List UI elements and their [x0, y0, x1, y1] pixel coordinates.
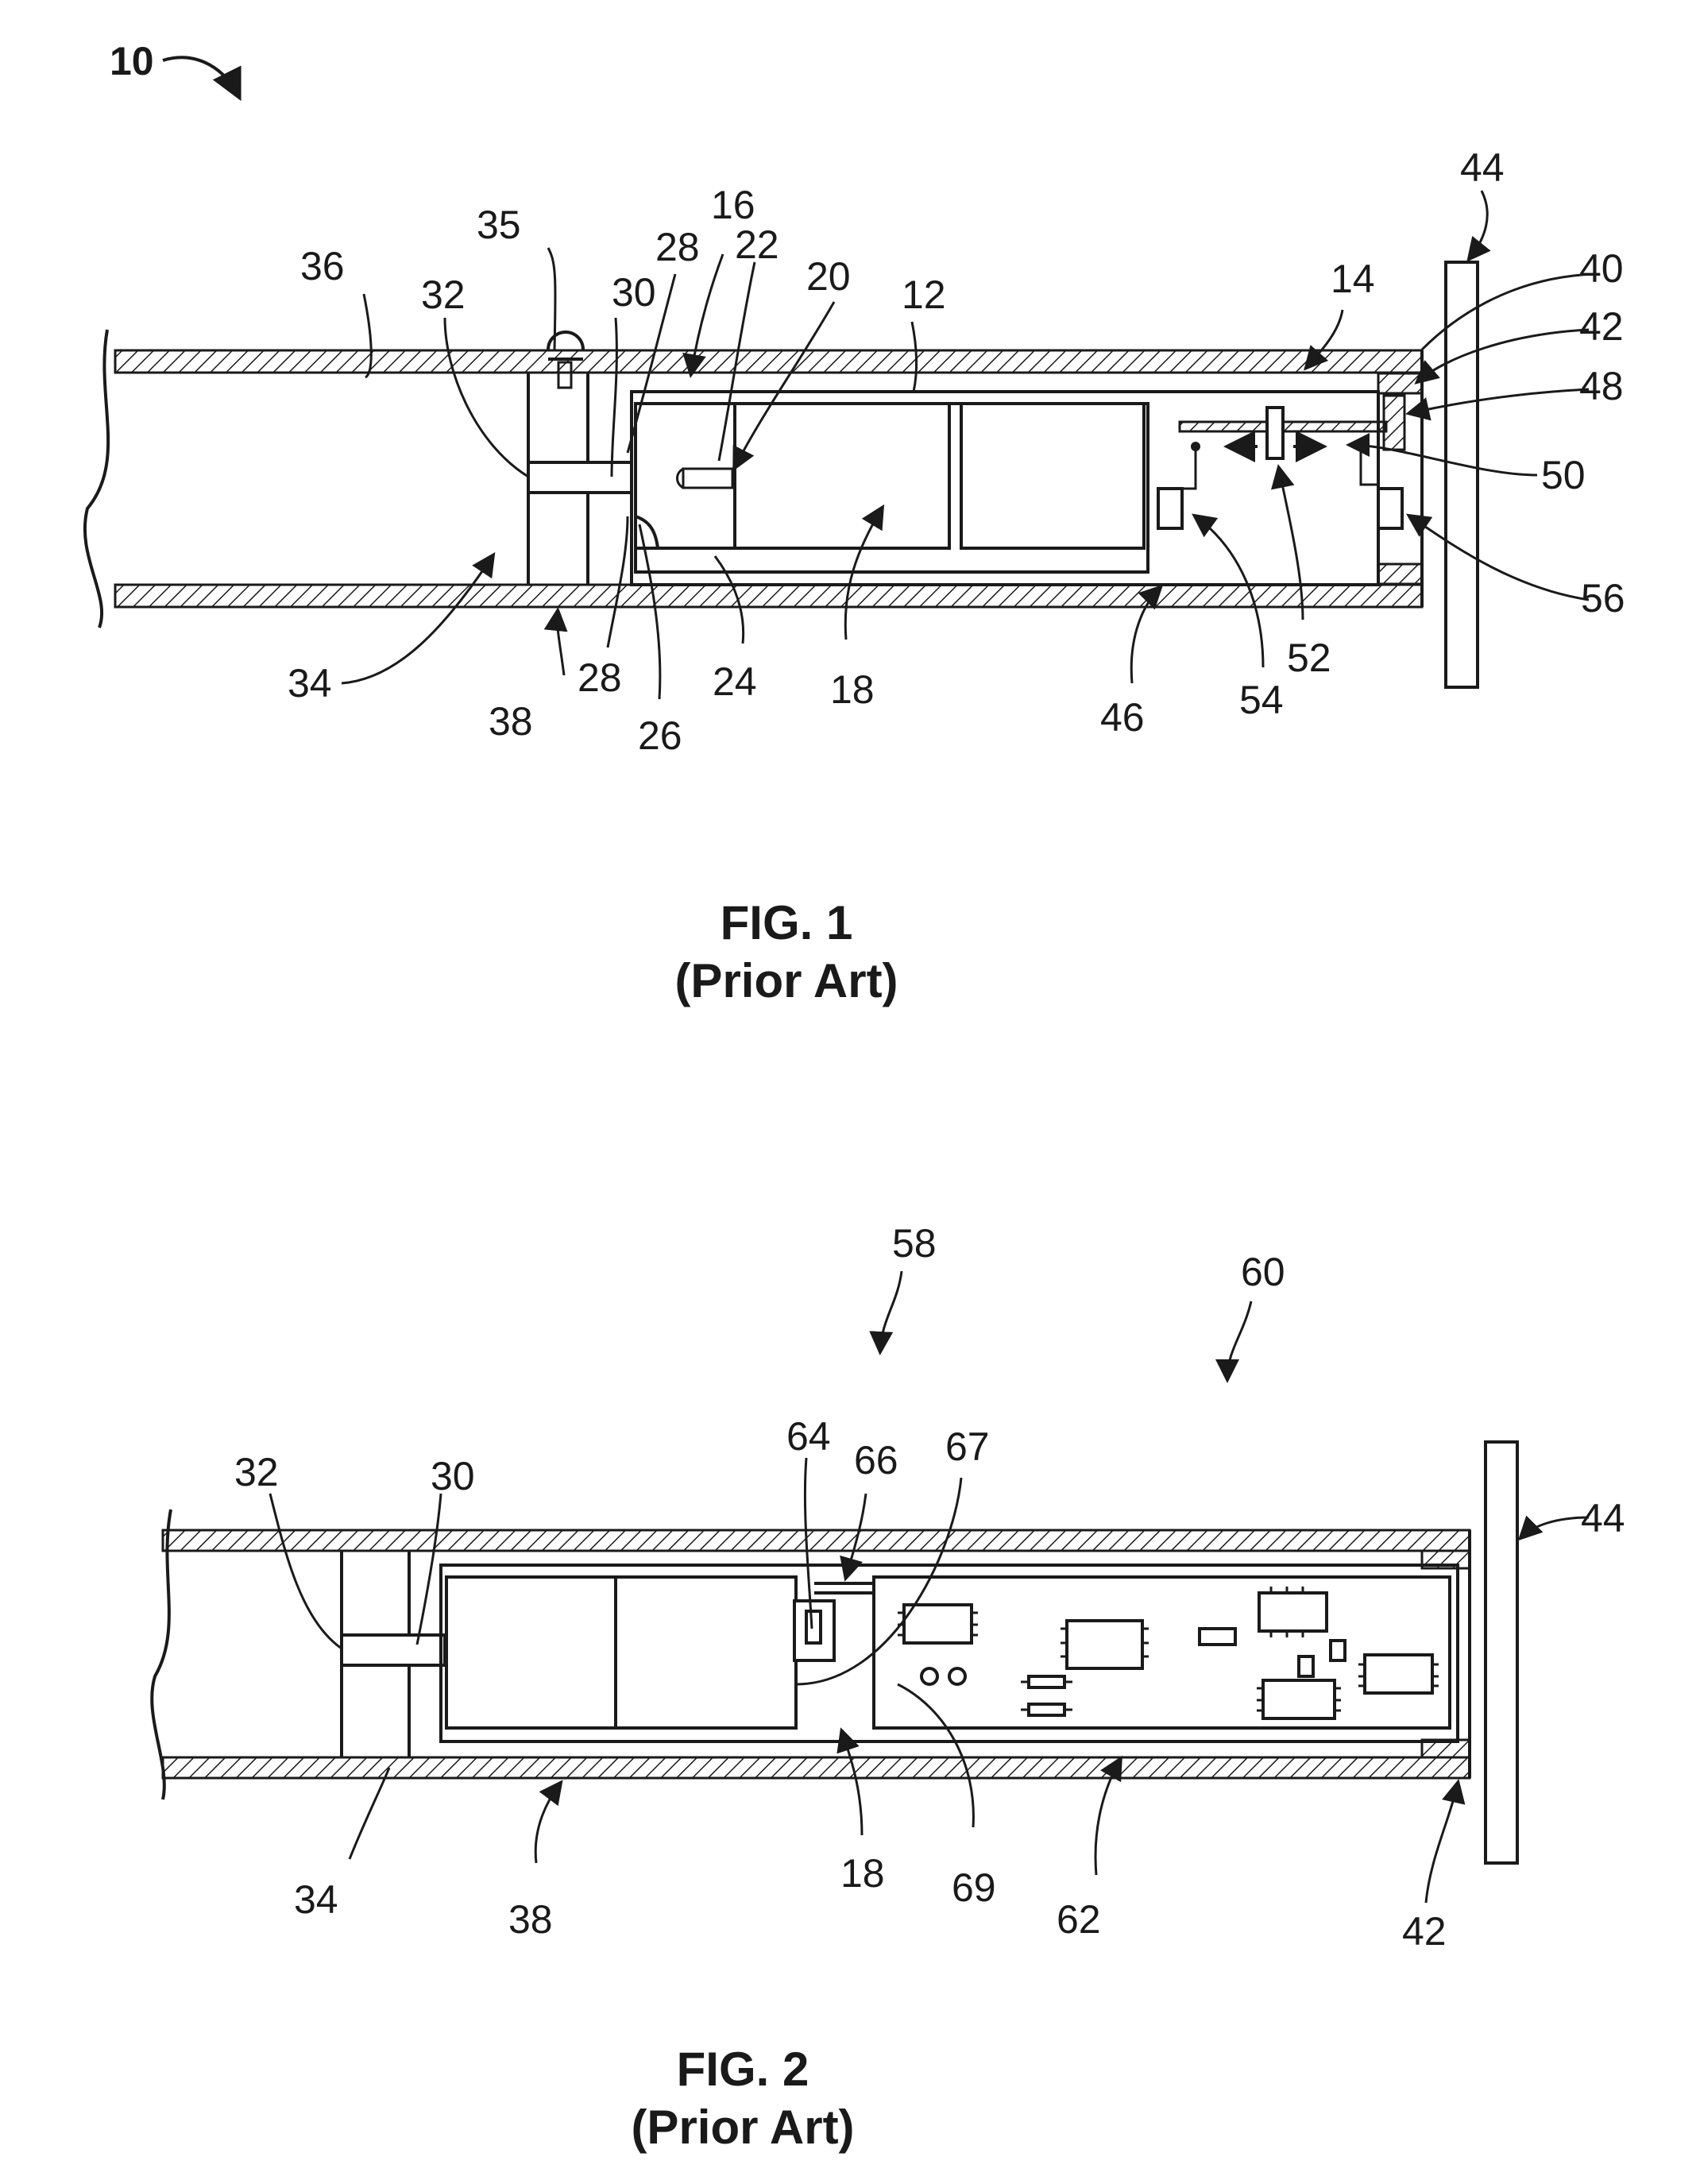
assembly-label-10: 10: [110, 39, 154, 83]
battery-cell-2: [961, 404, 1144, 548]
ref-42-fig1: 42: [1579, 304, 1624, 349]
assembly-arrow: [163, 57, 238, 95]
circuit-board-62: [874, 1577, 1450, 1728]
tube-break-line-fig2: [152, 1509, 171, 1799]
ref-18-fig1: 18: [830, 667, 875, 712]
ref-46: 46: [1100, 695, 1145, 740]
ref-18-fig2: 18: [840, 1851, 885, 1896]
ref-36: 36: [300, 244, 345, 288]
smd-part-2: [1299, 1656, 1313, 1676]
via-2: [949, 1668, 965, 1684]
ref-38-fig1: 38: [489, 699, 533, 744]
ref-64: 64: [786, 1414, 831, 1459]
tube-lower-wall: [115, 585, 1422, 607]
end-cap-plate-fig2: [1486, 1442, 1517, 1863]
ref-38-fig2: 38: [508, 1897, 553, 1942]
ref-34-fig1: 34: [288, 661, 332, 705]
cartridge-18-fig2: [446, 1577, 796, 1728]
gear-48: [1384, 396, 1404, 450]
ref-40: 40: [1579, 246, 1624, 291]
ref-54: 54: [1239, 678, 1284, 722]
tube-break-line: [85, 330, 108, 628]
ref-14: 14: [1331, 257, 1375, 301]
ref-28-bottom: 28: [578, 655, 622, 700]
ref-30-fig2: 30: [431, 1454, 475, 1498]
ref-56: 56: [1581, 576, 1625, 620]
switch-54: [1158, 489, 1182, 528]
ref-32: 32: [421, 273, 466, 317]
ref-20: 20: [806, 254, 851, 299]
ref-62: 62: [1057, 1897, 1101, 1942]
ref-48: 48: [1579, 364, 1624, 408]
fig1-caption-title: FIG. 1: [721, 896, 853, 949]
ref-34-fig2: 34: [294, 1877, 338, 1922]
resistor-2: [1029, 1704, 1064, 1715]
ic-chip-3: [1259, 1593, 1327, 1631]
ref-24: 24: [713, 659, 757, 704]
ref-28-top: 28: [655, 225, 700, 269]
ref-67: 67: [945, 1424, 990, 1469]
switch-56: [1378, 489, 1402, 528]
collar-upper: [1378, 373, 1422, 393]
nut-52: [1267, 408, 1283, 458]
resistor-1: [1029, 1676, 1064, 1687]
ref-44-fig2: 44: [1581, 1496, 1625, 1540]
plunger-rod: [528, 462, 632, 493]
ref-69: 69: [952, 1865, 996, 1910]
smd-part-3: [1331, 1641, 1345, 1660]
ref-42-fig2: 42: [1402, 1909, 1447, 1954]
fig1-caption-subtitle: (Prior Art): [674, 954, 898, 1007]
ref-44-fig1: 44: [1460, 145, 1505, 190]
ref-16: 16: [711, 183, 755, 227]
ref-50: 50: [1541, 453, 1586, 497]
ic-chip-1: [904, 1605, 972, 1643]
ic-chip-4: [1365, 1655, 1432, 1693]
figure-2: 58 60: [152, 1221, 1625, 2154]
tube-lower-wall-fig2: [163, 1757, 1470, 1778]
ref-12: 12: [902, 273, 946, 317]
smd-part-1: [1200, 1629, 1235, 1645]
ref-35: 35: [477, 203, 521, 247]
tube-upper-wall: [115, 350, 1422, 373]
plunger-rod-fig2: [342, 1635, 445, 1665]
battery-cell-1: [735, 404, 949, 548]
ref-52: 52: [1287, 636, 1331, 680]
ref-60: 60: [1241, 1250, 1285, 1294]
ic-chip-2: [1067, 1621, 1142, 1668]
via-1: [921, 1668, 937, 1684]
ref-58: 58: [892, 1221, 937, 1266]
collar-lower: [1378, 564, 1422, 584]
ref-22: 22: [735, 222, 779, 267]
fig2-caption-subtitle: (Prior Art): [631, 2101, 854, 2154]
ic-chip-5: [1263, 1680, 1335, 1718]
tube-upper-wall-fig2: [163, 1530, 1470, 1551]
fig2-caption-title: FIG. 2: [677, 2043, 809, 2096]
ref-66: 66: [854, 1438, 898, 1482]
figure-1: 10: [85, 39, 1625, 1007]
ref-30: 30: [612, 270, 656, 315]
ref-32-fig2: 32: [234, 1450, 279, 1494]
ref-26: 26: [638, 713, 682, 758]
contact-pin: [683, 469, 732, 488]
